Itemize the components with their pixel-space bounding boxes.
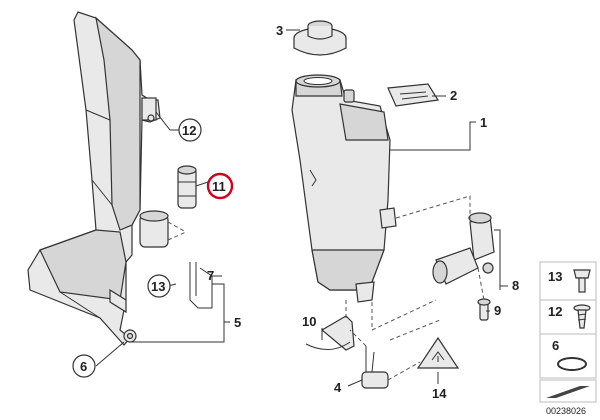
callout-13-circle [147, 274, 171, 298]
callout-9: 9 [494, 303, 501, 318]
cap-part-3 [293, 20, 347, 56]
callout-12-circle [178, 118, 202, 142]
callout-6: 6 [80, 359, 87, 374]
callout-5: 5 [234, 315, 241, 330]
hose-connector-part-8 [432, 212, 495, 285]
warning-label-part-14 [416, 336, 460, 369]
bushing-part-11 [177, 165, 197, 209]
callout-12: 12 [182, 123, 196, 138]
sensor-part-4 [361, 346, 389, 389]
clip-part-10 [305, 315, 355, 351]
callout-4: 4 [334, 380, 342, 395]
diagram-id: 00238026 [546, 406, 586, 416]
spring-clip-part-7 [189, 262, 213, 309]
callout-10: 10 [302, 314, 316, 329]
assembly-lines [345, 195, 485, 381]
legend-6-label: 6 [552, 338, 559, 353]
rivet-icon [573, 269, 591, 293]
callout-6-circle [72, 354, 96, 378]
callout-3: 3 [276, 23, 283, 38]
grommet-mount [139, 210, 187, 248]
callout-11-highlight-circle [206, 172, 234, 200]
callout-2: 2 [450, 88, 457, 103]
callout-14: 14 [432, 386, 447, 401]
bolt-part-6 [123, 329, 137, 343]
legend-12-label: 12 [548, 304, 562, 319]
mounting-bracket [27, 11, 161, 346]
callout-13: 13 [151, 279, 165, 294]
expansion-tank [291, 74, 397, 303]
arrow-icon [546, 386, 590, 398]
callout-8: 8 [512, 278, 519, 293]
callout-1: 1 [480, 115, 487, 130]
callout-11: 11 [212, 179, 226, 194]
hardware-legend: 13 12 6 00238026 [539, 261, 597, 416]
o-ring-icon [557, 357, 587, 371]
legend-13-label: 13 [548, 269, 562, 284]
callout-7: 7 [207, 268, 214, 283]
label-plate-part-2 [387, 83, 439, 107]
callout-labels: 3 2 1 12 11 7 13 5 6 8 9 10 4 14 [72, 23, 519, 401]
screw-part-9 [477, 298, 491, 321]
screw-icon [573, 304, 591, 329]
